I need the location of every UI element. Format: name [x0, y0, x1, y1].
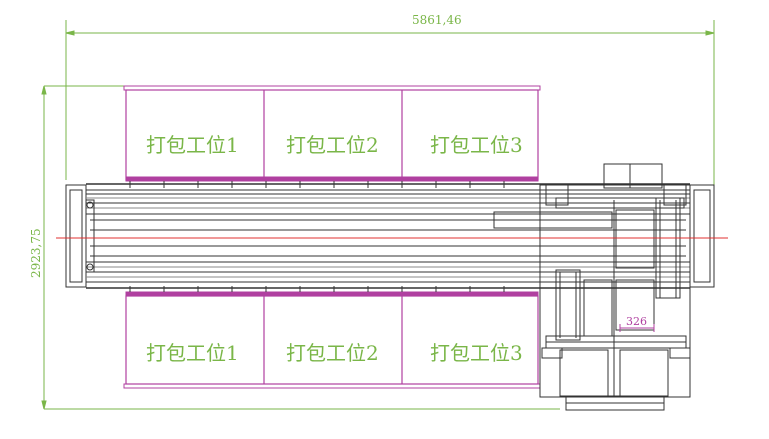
top-station-2-label: 打包工位2 [286, 133, 379, 157]
small-dimension-label: 326 [626, 315, 647, 328]
width-dimension-label: 5861,46 [412, 13, 462, 27]
bottom-station-1-label: 打包工位1 [146, 341, 239, 365]
conveyor [65, 183, 715, 289]
top-station-frames [123, 85, 541, 182]
bottom-station-3-label: 打包工位3 [430, 341, 523, 365]
machine-module [539, 163, 691, 411]
bottom-station-frames [123, 291, 541, 389]
height-dimension [41, 85, 560, 410]
top-station-3-label: 打包工位3 [430, 133, 523, 157]
small-dimension [619, 324, 655, 332]
top-station-1-label: 打包工位1 [146, 133, 239, 157]
bottom-station-2-label: 打包工位2 [286, 341, 379, 365]
height-dimension-label: 2923,75 [29, 228, 43, 278]
width-dimension [65, 20, 715, 190]
conveyor-ticks [129, 181, 505, 292]
